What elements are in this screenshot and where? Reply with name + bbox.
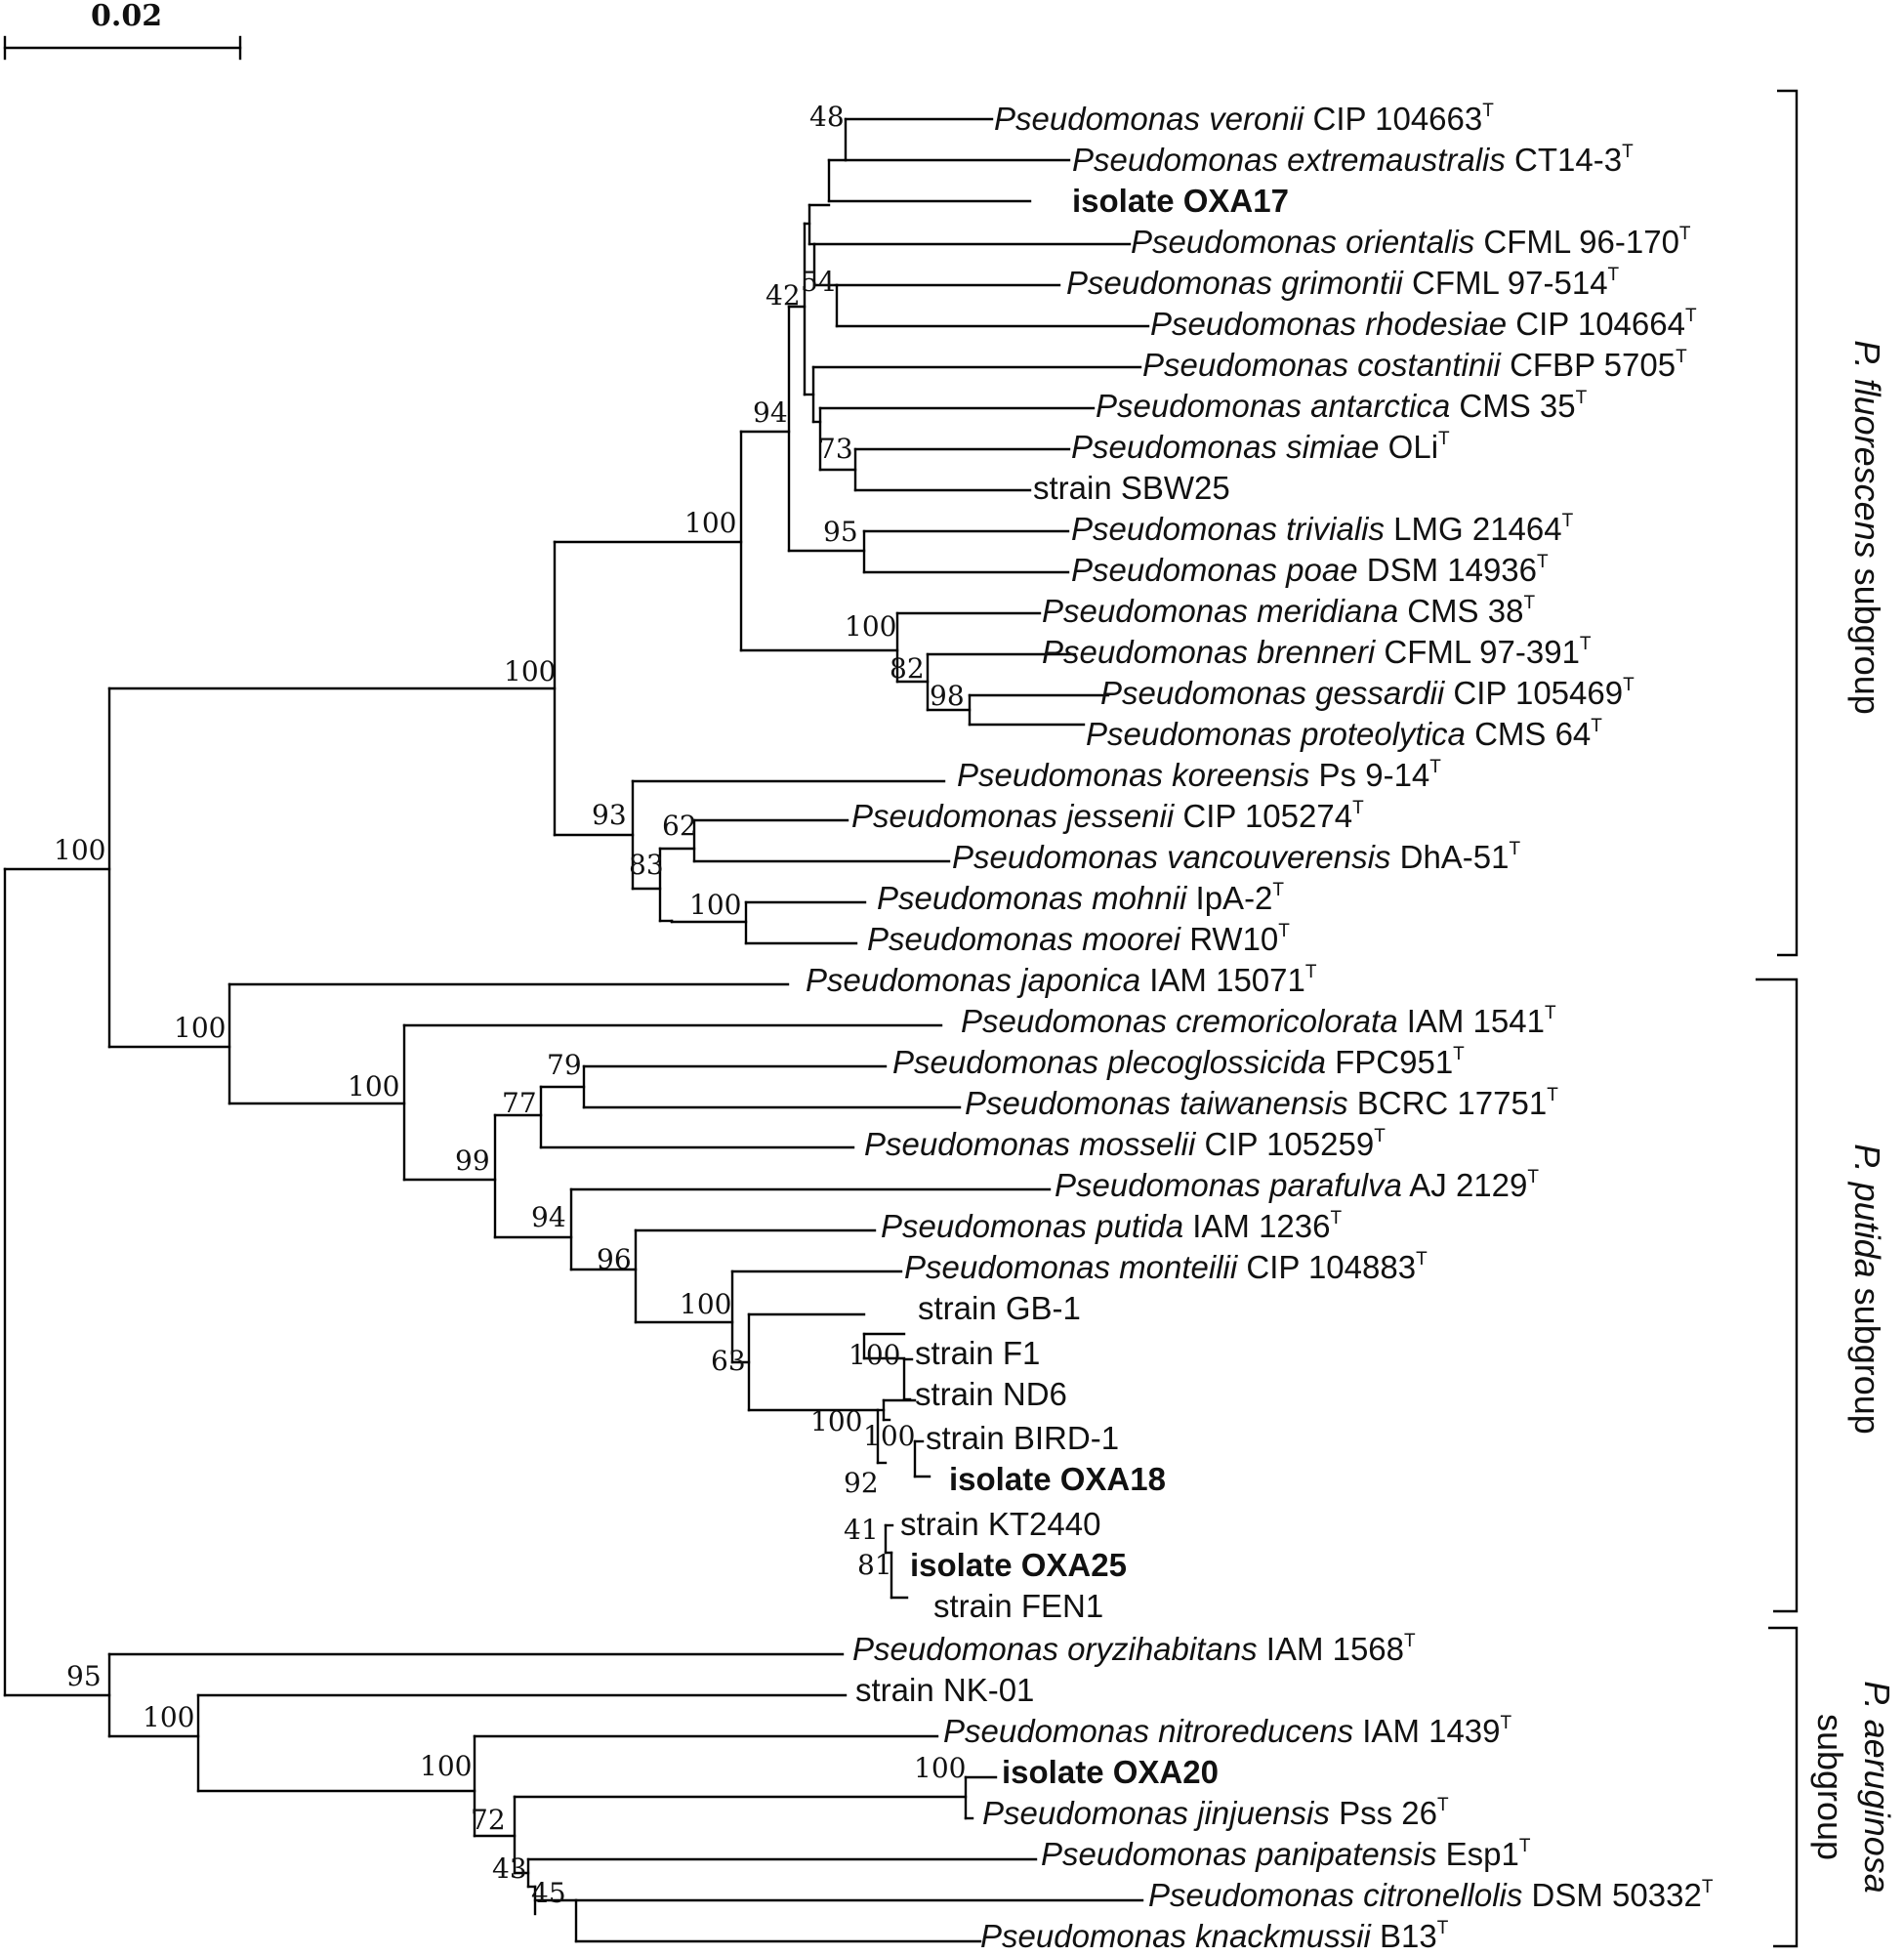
bootstrap-label: 72 (471, 1804, 506, 1836)
bootstrap-label: 63 (711, 1345, 746, 1377)
bootstrap-label: 100 (174, 1012, 226, 1044)
putida-bracket (1756, 978, 1799, 1613)
bootstrap-label: 100 (54, 834, 105, 866)
bootstrap-label: 100 (849, 1339, 900, 1371)
taxon-label: Pseudomonas extremaustralis CT14-3T (1072, 142, 1634, 178)
taxon-label: Pseudomonas cremoricolorata IAM 1541T (961, 1003, 1556, 1039)
bootstrap-label: 95 (66, 1660, 102, 1692)
taxon-label: Pseudomonas orientalis CFML 96-170T (1131, 224, 1691, 260)
taxon-label: strain F1 (915, 1335, 1040, 1371)
bootstrap-label: 92 (844, 1467, 879, 1499)
taxon-label: Pseudomonas japonica IAM 15071T (806, 962, 1317, 998)
bootstrap-label: 100 (143, 1701, 194, 1733)
bootstrap-label: 83 (629, 849, 664, 881)
taxon-label: Pseudomonas simiae OLiT (1071, 429, 1450, 465)
taxon-label: strain BIRD-1 (926, 1420, 1119, 1456)
taxon-label: Pseudomonas mohnii IpA-2T (877, 880, 1284, 916)
taxon-label: Pseudomonas brenneri CFML 97-391T (1042, 634, 1592, 670)
bootstrap-label: 48 (809, 101, 845, 133)
scale-bar: 0.02 (3, 0, 242, 61)
bootstrap-label: 81 (857, 1549, 892, 1581)
taxon-label: Pseudomonas rhodesiae CIP 104664T (1150, 306, 1697, 342)
taxon-label: Pseudomonas jessenii CIP 105274T (851, 798, 1364, 834)
bootstrap-values: 48 42 54 94 73 100 95 100 82 98 100 93 6… (54, 101, 966, 1909)
taxon-label: Pseudomonas parafulva AJ 2129T (1055, 1167, 1539, 1203)
fluorescens-bracket (1777, 89, 1799, 957)
taxon-label: Pseudomonas costantinii CFBP 5705T (1142, 347, 1687, 383)
taxon-label: Pseudomonas grimontii CFML 97-514T (1066, 265, 1620, 301)
bootstrap-label: 100 (504, 655, 556, 687)
bootstrap-label: 41 (844, 1514, 879, 1546)
taxon-label: Pseudomonas putida IAM 1236T (881, 1208, 1342, 1244)
bootstrap-label: 100 (680, 1288, 731, 1320)
taxon-label: Pseudomonas moorei RW10T (867, 921, 1290, 957)
taxon-label: Pseudomonas antarctica CMS 35T (1096, 388, 1588, 424)
bootstrap-label: 99 (455, 1144, 490, 1177)
taxon-label: strain ND6 (915, 1376, 1067, 1412)
bootstrap-label: 100 (689, 889, 741, 921)
taxon-label: Pseudomonas vancouverensis DhA-51T (952, 839, 1521, 875)
bootstrap-label: 100 (914, 1752, 966, 1784)
taxon-labels: Pseudomonas veronii CIP 104663T Pseudomo… (806, 101, 1714, 1954)
bootstrap-label: 100 (348, 1070, 399, 1103)
taxon-label: strain GB-1 (918, 1290, 1081, 1326)
bootstrap-label: 100 (845, 610, 896, 643)
taxon-label: Pseudomonas panipatensis Esp1T (1041, 1836, 1531, 1872)
bootstrap-label: 100 (810, 1405, 862, 1437)
bootstrap-label: 100 (863, 1420, 915, 1452)
taxon-label: strain SBW25 (1033, 470, 1230, 506)
tree-branches (3, 117, 1150, 1943)
taxon-label: strain NK-01 (855, 1672, 1034, 1708)
taxon-label: Pseudomonas mosselii CIP 105259T (864, 1126, 1386, 1162)
bootstrap-label: 73 (818, 433, 853, 465)
isolate-label: isolate OXA20 (1002, 1754, 1219, 1790)
putida-subgroup-label: P. putida subgroup (1847, 1144, 1887, 1435)
bootstrap-label: 54 (801, 266, 836, 298)
taxon-label: Pseudomonas proteolytica CMS 64T (1086, 716, 1602, 752)
fluorescens-subgroup-label: P. fluorescens subgroup (1847, 340, 1887, 715)
taxon-label: Pseudomonas meridiana CMS 38T (1042, 593, 1535, 629)
taxon-label: Pseudomonas gessardii CIP 105469T (1100, 675, 1635, 711)
aeruginosa-subgroup-label: P. aeruginosa (1857, 1681, 1897, 1894)
scale-bar-label: 0.02 (91, 0, 162, 33)
taxon-label: Pseudomonas veronii CIP 104663T (994, 101, 1494, 137)
bootstrap-label: 79 (547, 1049, 582, 1081)
taxon-label: Pseudomonas trivialis LMG 21464T (1071, 511, 1574, 547)
bootstrap-label: 82 (890, 652, 925, 685)
taxon-label: Pseudomonas poae DSM 14936T (1071, 552, 1549, 588)
taxon-label: strain KT2440 (900, 1506, 1100, 1542)
aeruginosa-bracket (1768, 1626, 1799, 1948)
bootstrap-label: 98 (930, 680, 965, 712)
subgroup-brackets: P. fluorescens subgroup P. putida subgro… (1756, 89, 1897, 1948)
bootstrap-label: 94 (531, 1201, 566, 1233)
taxon-label: Pseudomonas plecoglossicida FPC951T (892, 1044, 1465, 1080)
bootstrap-label: 45 (531, 1877, 566, 1909)
bootstrap-label: 93 (592, 799, 627, 831)
bootstrap-label: 77 (502, 1087, 537, 1119)
taxon-label: Pseudomonas taiwanensis BCRC 17751T (965, 1085, 1558, 1121)
bootstrap-label: 43 (492, 1852, 527, 1885)
taxon-label: strain FEN1 (933, 1588, 1103, 1624)
bootstrap-label: 62 (662, 810, 697, 842)
bootstrap-label: 100 (684, 507, 736, 539)
taxon-label: Pseudomonas oryzihabitans IAM 1568T (852, 1631, 1416, 1667)
isolate-label: isolate OXA17 (1072, 183, 1289, 219)
bootstrap-label: 95 (823, 516, 858, 548)
bootstrap-label: 96 (597, 1243, 632, 1275)
isolate-label: isolate OXA25 (910, 1547, 1127, 1583)
taxon-label: Pseudomonas knackmussii B13T (980, 1918, 1449, 1954)
taxon-label: Pseudomonas citronellolis DSM 50332T (1148, 1877, 1714, 1913)
bootstrap-label: 42 (766, 279, 801, 312)
isolate-label: isolate OXA18 (949, 1461, 1166, 1497)
taxon-label: Pseudomonas koreensis Ps 9-14T (957, 757, 1441, 793)
taxon-label: Pseudomonas monteilii CIP 104883T (904, 1249, 1428, 1285)
taxon-label: Pseudomonas nitroreducens IAM 1439T (943, 1713, 1512, 1749)
bootstrap-label: 94 (753, 396, 788, 429)
aeruginosa-subgroup-label-2: subgroup (1810, 1714, 1850, 1860)
bootstrap-label: 100 (420, 1750, 472, 1782)
taxon-label: Pseudomonas jinjuensis Pss 26T (982, 1795, 1449, 1831)
